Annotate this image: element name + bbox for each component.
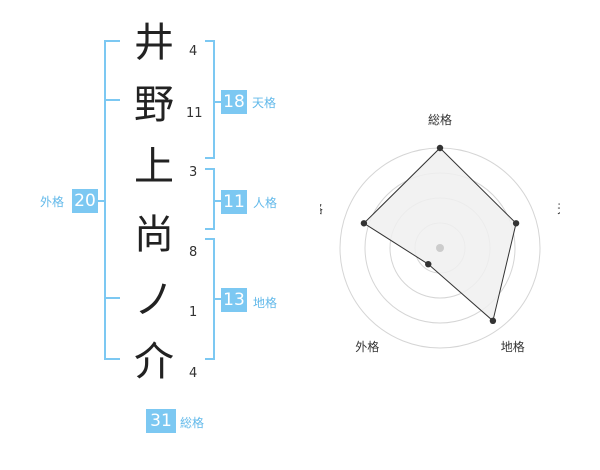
name-char-3: 上 xyxy=(134,144,174,190)
radar-point-5 xyxy=(360,220,368,227)
radar-point-1 xyxy=(436,144,444,152)
name-char-1: 井 xyxy=(134,20,174,66)
radar-axis-label-1: 総格 xyxy=(428,112,452,127)
tenkaku-label: 天格 xyxy=(252,96,277,110)
tenkaku-bracket xyxy=(205,40,215,159)
radar-point-4 xyxy=(425,260,432,268)
tenkaku-connector xyxy=(214,101,221,103)
stroke-count-1: 4 xyxy=(189,44,198,59)
gaikaku-label: 外格 xyxy=(40,195,65,209)
chikaku-label: 地格 xyxy=(253,296,278,310)
gaikaku-bracket-tick-1 xyxy=(104,99,120,101)
chikaku-score: 13 xyxy=(221,288,247,312)
chikaku-connector xyxy=(214,298,221,300)
name-char-2: 野 xyxy=(134,82,174,128)
radar-axis-label-3: 地格 xyxy=(501,339,525,354)
gaikaku-score: 20 xyxy=(72,189,98,213)
soukaku-label: 総格 xyxy=(180,416,205,430)
jinkaku-label: 人格 xyxy=(253,196,278,210)
radar-center-dot xyxy=(436,244,444,252)
stroke-count-2: 11 xyxy=(186,106,203,121)
gaikaku-bracket-tick-2 xyxy=(104,297,120,299)
gaikaku-bracket xyxy=(104,40,120,360)
radar-point-3 xyxy=(489,317,497,325)
stroke-count-5: 1 xyxy=(189,305,198,320)
soukaku-score: 31 xyxy=(146,409,176,433)
name-char-4: 尚 xyxy=(134,212,174,258)
name-char-5: ノ xyxy=(134,277,174,323)
gaikaku-connector xyxy=(98,200,106,202)
radar-point-2 xyxy=(512,220,520,227)
radar-chart: 総格天格地格 外格 人格 xyxy=(320,112,560,354)
stroke-count-3: 3 xyxy=(189,165,198,180)
jinkaku-score: 11 xyxy=(221,190,247,214)
radar-axis-label-5: 人格 xyxy=(320,201,323,216)
tenkaku-score: 18 xyxy=(221,90,247,114)
jinkaku-bracket xyxy=(205,168,215,230)
jinkaku-connector xyxy=(214,200,221,202)
stroke-count-6: 4 xyxy=(189,366,198,381)
stroke-count-4: 8 xyxy=(189,245,198,260)
radar-axis-label-2: 天格 xyxy=(557,201,560,216)
radar-series-area xyxy=(363,147,517,322)
radar-axis-label-4: 外格 xyxy=(355,339,379,354)
name-char-6: 介 xyxy=(134,339,174,385)
